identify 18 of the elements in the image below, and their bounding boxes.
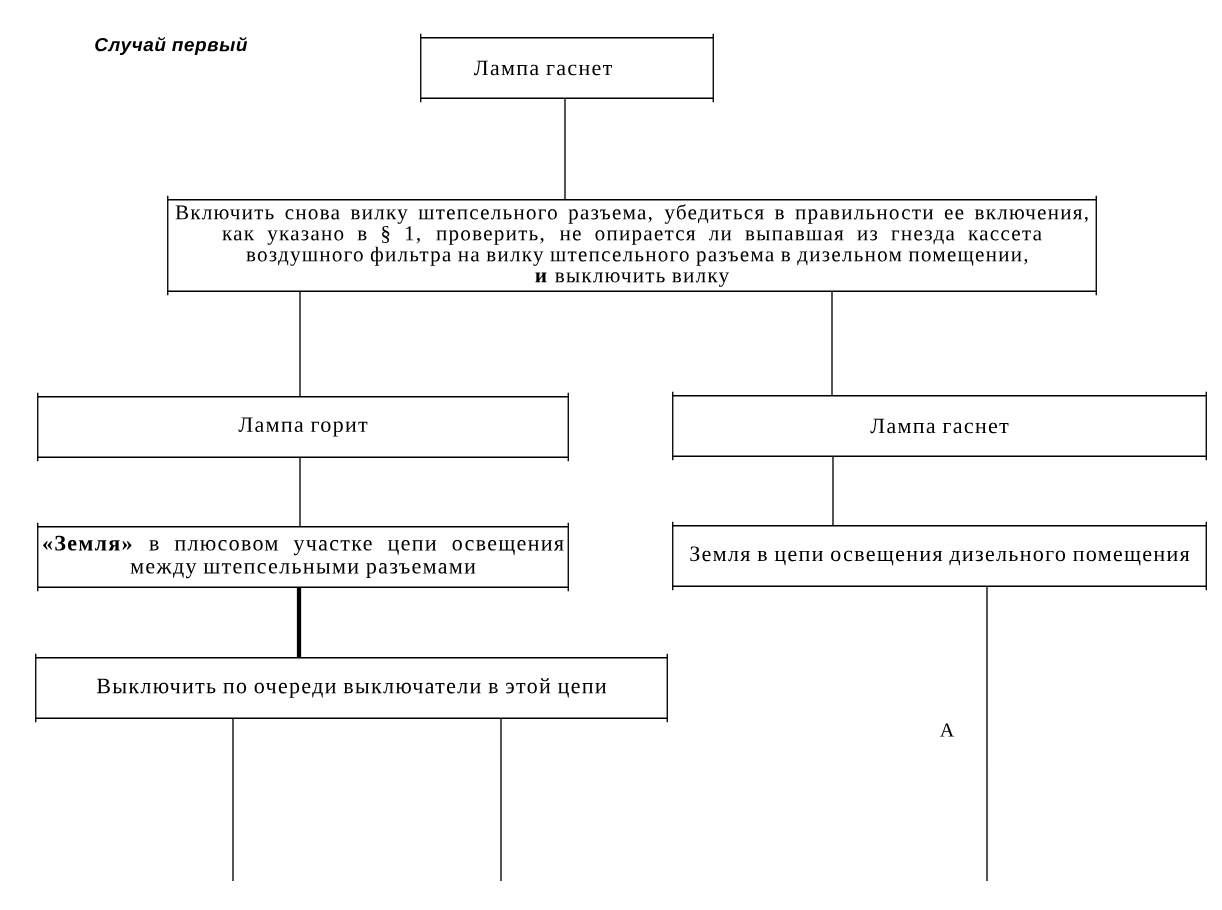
process-box: Лампа гаснет: [420, 33, 714, 103]
connector-line: [299, 290, 301, 398]
connector-line: [296, 587, 302, 658]
title: Случай первый: [95, 36, 248, 56]
connector-line: [500, 717, 502, 882]
connector-line: [831, 290, 833, 397]
process-box: «Земля» в плюсовом участке цепи освещения между штепсельными разъемами: [37, 522, 569, 592]
process-box: Лампа гаснет: [672, 391, 1207, 461]
connector-line: [299, 456, 301, 528]
connector-line: [832, 455, 834, 527]
connector-line: [986, 585, 988, 882]
process-box: Выключить по очереди выключатели в этой цепи: [35, 653, 668, 723]
process-box: Включить снова вилку штепсельного разъема, убедиться в правильности ее включения, как указано в § 1, проверить, не опирается ли выпавшая из гнезда кассета воздушного фильтра на вилку штепсельного разъема в дизельном помещении, и выключить вилку: [167, 195, 1097, 296]
process-box: Земля в цепи освещения дизельного помещения: [672, 521, 1207, 591]
process-box: Лампа горит: [37, 392, 569, 462]
connector-line: [564, 97, 566, 201]
letter-label: А: [939, 723, 955, 737]
connector-line: [232, 717, 234, 882]
